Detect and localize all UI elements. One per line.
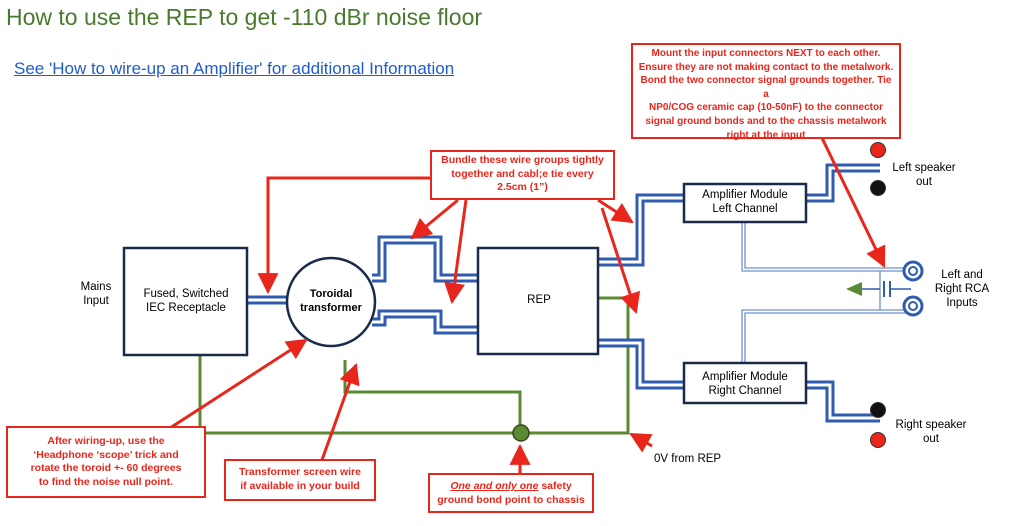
- iec-label-line1: Fused, Switched: [143, 288, 229, 300]
- bundle-note-line1: Bundle these wire groups tightly: [441, 154, 604, 166]
- page-title: How to use the REP to get -110 dBr noise…: [6, 4, 483, 30]
- speaker-terminals: [870, 142, 886, 448]
- mount-note-line5: signal ground bonds and to the chassis m…: [645, 115, 887, 127]
- mount-note-line1: Mount the input connectors NEXT to each …: [651, 48, 881, 59]
- amp-left-line2: Left Channel: [712, 203, 778, 215]
- chassis-ground-bond-point: [512, 424, 530, 442]
- rca-input-jacks: [902, 260, 924, 317]
- ground-note-line2: ground bond point to chassis: [437, 493, 585, 506]
- screen-note-line2: if available in your build: [240, 479, 360, 492]
- ground-note-rest: safety: [538, 480, 572, 492]
- mount-connectors-note: Mount the input connectors NEXT to each …: [631, 43, 901, 141]
- screen-note-line1: Transformer screen wire: [239, 466, 361, 478]
- rep-label: REP: [527, 294, 551, 306]
- toroid-label: Toroidal transformer: [296, 287, 366, 315]
- mains-input-label: Mains Input: [70, 280, 122, 308]
- ground-note-line1: One and only one safety: [434, 480, 588, 494]
- amp-right-label: Amplifier Module Right Channel: [684, 370, 806, 398]
- toroid-label-line1: Toroidal: [309, 288, 353, 300]
- toroid-label-line2: transformer: [300, 302, 362, 314]
- amp-right-line2: Right Channel: [708, 385, 782, 397]
- amp-left-box: [682, 182, 808, 224]
- toroidal-transformer-circle: [285, 256, 377, 348]
- mains-line2: Input: [83, 295, 109, 307]
- ground-bond-note: One and only one safety ground bond poin…: [428, 473, 594, 513]
- rca-line2: Right RCA: [934, 283, 990, 295]
- after-note-line4: to find the noise null point.: [38, 475, 174, 488]
- after-note-line1: After wiring-up, use the: [47, 435, 165, 447]
- mount-note-line2: Ensure they are not making contact to th…: [638, 61, 894, 73]
- blocks: [122, 182, 808, 405]
- after-note-line3: rotate the toroid +- 60 degrees: [30, 462, 182, 474]
- bundle-wires-note: Bundle these wire groups tightly togethe…: [430, 150, 615, 200]
- screen-wire-note: Transformer screen wire if available in …: [224, 459, 376, 501]
- right-speaker-line1: Right speaker: [895, 419, 967, 431]
- rca-line1: Left and: [941, 269, 983, 281]
- amp-left-label: Amplifier Module Left Channel: [684, 188, 806, 216]
- rotate-toroid-note: After wiring-up, use the ‘Headphone ‘sco…: [6, 426, 206, 498]
- rca-inputs-label: Left and Right RCA Inputs: [930, 268, 994, 310]
- mains-line1: Mains: [80, 281, 112, 293]
- right-speaker-label: Right speaker out: [890, 418, 972, 446]
- mount-note-line4: NP0/COG ceramic cap (10-50nF) to the con…: [649, 102, 883, 114]
- mount-note-line3: Bond the two connector signal grounds to…: [640, 75, 892, 100]
- rca-capacitor: [846, 281, 911, 297]
- rca-line3: Inputs: [946, 297, 978, 309]
- left-speaker-label: Left speaker out: [888, 161, 960, 189]
- amp-right-line1: Amplifier Module: [702, 371, 788, 383]
- amp-right-box: [682, 361, 808, 405]
- amp-left-line1: Amplifier Module: [702, 189, 788, 201]
- iec-receptacle-label: Fused, Switched IEC Receptacle: [126, 287, 246, 315]
- mount-note-line6: right at the input: [726, 129, 806, 141]
- annotation-arrows: [169, 137, 886, 473]
- iec-label-line2: IEC Receptacle: [146, 302, 226, 314]
- ov-from-rep-label: 0V from REP: [654, 453, 722, 465]
- right-speaker-line2: out: [923, 433, 939, 445]
- bundle-note-line2: together and cabl;e tie every: [451, 167, 594, 180]
- iec-receptacle-box: [122, 246, 249, 357]
- ground-note-emphasis: One and only one: [450, 480, 539, 492]
- bundle-note-line3: 2.5cm (1”): [497, 181, 548, 193]
- after-note-line2: ‘Headphone ‘scope’ trick and: [33, 448, 179, 461]
- wire-up-amplifier-link[interactable]: See 'How to wire-up an Amplifier' for ad…: [14, 59, 455, 78]
- left-speaker-line1: Left speaker: [892, 162, 956, 174]
- left-speaker-line2: out: [916, 176, 932, 188]
- rep-box: [476, 246, 600, 356]
